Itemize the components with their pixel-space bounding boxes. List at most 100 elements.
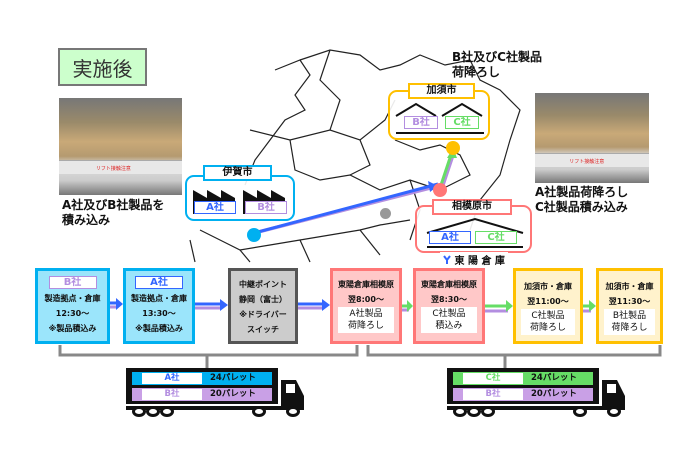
photo-left-caption: A社及びB社製品を 積み込み	[62, 198, 164, 228]
toyo-soko-logo: 東 陽 倉 庫	[440, 252, 508, 267]
step-time: 12:30～	[55, 309, 90, 318]
wheel-icon	[573, 406, 587, 417]
iga-tag-b: B社	[245, 201, 287, 214]
iga-label: 伊賀市	[203, 165, 272, 181]
note-line: B社及びC社製品	[452, 50, 542, 64]
photo-unloading-truck: リフト接触注意	[535, 93, 649, 183]
step-place: 中継ポイント	[239, 280, 287, 289]
cargo-row: A社 24パレット	[131, 371, 273, 386]
warehouse-icon	[395, 102, 484, 134]
action-line: A社製品	[349, 309, 383, 319]
step-time: 翌11:30～	[608, 297, 651, 306]
action-line: B社製品	[612, 311, 647, 321]
action-line: C社製品	[531, 311, 565, 321]
step-place: 加須市・倉庫	[524, 282, 572, 291]
sagamihara-tag-c: C社	[475, 231, 517, 244]
cargo-company: B社	[142, 389, 202, 400]
step-place: 東陽倉庫相模原	[338, 280, 394, 289]
action-line: C社製品	[432, 309, 466, 319]
cargo-pallets: 24パレット	[210, 373, 256, 383]
cargo-company: A社	[142, 373, 202, 384]
action-line: 荷降ろし	[529, 323, 566, 333]
logo-icon	[443, 255, 451, 264]
step-place: 東陽倉庫相模原	[421, 280, 477, 289]
step-action: C社製品積込み	[421, 307, 477, 333]
photo-loading-truck: リフト接触注意	[59, 98, 182, 195]
action-line: 荷降ろし	[611, 323, 648, 333]
truck-left: A社 24パレット B社 20パレット	[126, 368, 306, 420]
arrow-green	[402, 300, 596, 313]
wheel-icon	[467, 406, 481, 417]
step-action: B社製品荷降ろし	[604, 309, 655, 335]
flow-step-a-factory: A社 製造拠点・倉庫 13:30～ ※製品積込み	[123, 268, 195, 344]
step-note: ※製品積込み	[48, 324, 97, 333]
wheel-icon	[607, 406, 621, 417]
wheel-icon	[132, 406, 146, 417]
action-line: 積込み	[435, 321, 463, 331]
flow-step-kazo-1: 加須市・倉庫 翌11:00～ C社製品荷降ろし	[513, 268, 583, 344]
sagamihara-label: 相模原市	[432, 199, 512, 215]
truck-brackets	[58, 345, 662, 368]
iga-location-dot	[247, 228, 261, 242]
flow-step-kazo-2: 加須市・倉庫 翌11:30～ B社製品荷降ろし	[596, 268, 663, 344]
caption-line: A社製品荷降ろし	[535, 185, 629, 199]
cargo-company: B社	[463, 389, 523, 400]
iga-tag-a: A社	[194, 201, 236, 214]
step-action: C社製品荷降ろし	[521, 309, 575, 335]
step-place: 加須市・倉庫	[605, 282, 654, 291]
cargo-pallets: 24パレット	[531, 373, 577, 383]
step-note: スイッチ	[247, 325, 279, 334]
wheel-icon	[160, 406, 174, 417]
caption-line: A社及びB社製品を	[62, 198, 165, 212]
step-note: ※製品積込み	[135, 324, 183, 333]
caption-line: 積み込み	[62, 213, 111, 227]
warehouse-icon	[426, 217, 524, 248]
kazo-tag-c: C社	[445, 116, 479, 129]
step-note: ※ドライバー	[239, 310, 287, 319]
sagamihara-location-dot	[433, 183, 447, 197]
route-line-a	[253, 182, 439, 235]
caption-line: C社製品積み込み	[535, 200, 628, 214]
company-name: 東 陽 倉 庫	[454, 256, 505, 267]
sagamihara-tag-a: A社	[429, 231, 471, 244]
step-time: 13:30～	[142, 309, 176, 318]
wheel-icon	[481, 406, 495, 417]
step-time: 翌8:30～	[431, 295, 467, 304]
wheel-icon	[146, 406, 160, 417]
step-action: A社製品荷降ろし	[338, 307, 394, 333]
step-time: 翌8:00～	[348, 295, 384, 304]
page-title: 実施後	[58, 48, 147, 86]
note-line: 荷降ろし	[452, 65, 501, 79]
step-location: 静岡（富士）	[239, 295, 287, 304]
relay-location-dot	[380, 208, 391, 219]
wheel-icon	[252, 406, 266, 417]
cargo-row: B社 20パレット	[131, 387, 273, 402]
kazo-label: 加須市	[408, 83, 475, 99]
step-time: 翌11:00～	[527, 297, 569, 306]
cargo-row: B社 20パレット	[452, 387, 594, 402]
flow-step-sagamihara-1: 東陽倉庫相模原 翌8:00～ A社製品荷降ろし	[330, 268, 402, 344]
step-place: 製造拠点・倉庫	[131, 294, 187, 303]
cargo-company: C社	[463, 373, 523, 384]
cargo-pallets: 20パレット	[210, 389, 256, 399]
kazo-tag-b: B社	[404, 116, 438, 129]
cargo-row: C社 24パレット	[452, 371, 594, 386]
cargo-pallets: 20パレット	[531, 389, 577, 399]
photo-sign: リフト接触注意	[95, 166, 131, 172]
company-tag: B社	[48, 276, 97, 289]
photo-sign: リフト接触注意	[569, 159, 605, 165]
action-line: 荷降ろし	[347, 321, 384, 331]
flow-step-relay: 中継ポイント 静岡（富士） ※ドライバー スイッチ	[228, 268, 298, 344]
step-place: 製造拠点・倉庫	[44, 294, 101, 303]
company-tag: A社	[135, 276, 183, 289]
wheel-icon	[453, 406, 467, 417]
kazo-location-dot	[446, 141, 460, 155]
arrow-blue	[110, 298, 330, 311]
truck-right: C社 24パレット B社 20パレット	[447, 368, 627, 420]
kazo-note: B社及びC社製品 荷降ろし	[452, 50, 542, 80]
flow-step-sagamihara-2: 東陽倉庫相模原 翌8:30～ C社製品積込み	[413, 268, 485, 344]
wheel-icon	[286, 406, 300, 417]
flow-step-b-factory: B社 製造拠点・倉庫 12:30～ ※製品積込み	[35, 268, 110, 344]
